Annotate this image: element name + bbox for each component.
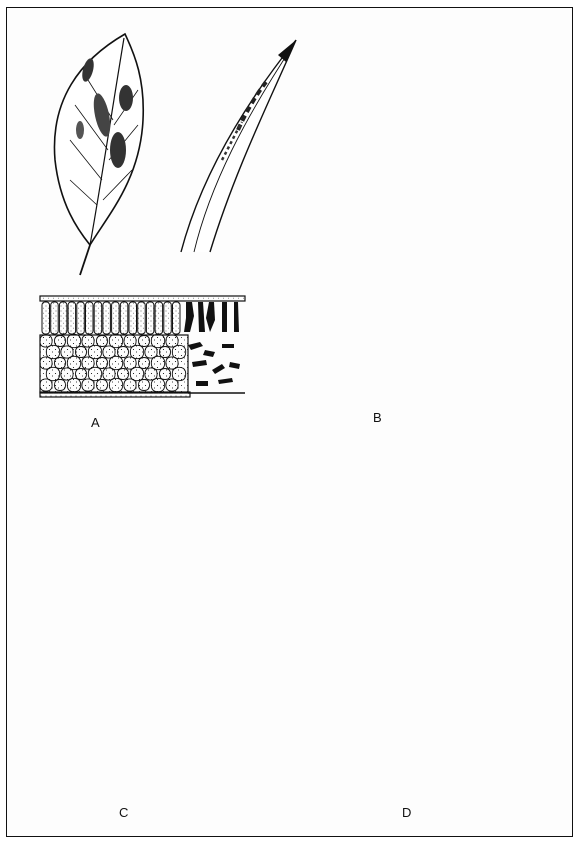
leaf-a-narrow — [181, 40, 296, 252]
panel-label-d: D — [402, 805, 411, 820]
leaf-a-broad — [54, 34, 143, 275]
panel-label-b: B — [373, 410, 382, 425]
panel-label-c: C — [119, 805, 128, 820]
panel-label-a: A — [91, 415, 100, 430]
cross-section-a — [40, 296, 245, 397]
panel-a — [40, 34, 296, 397]
